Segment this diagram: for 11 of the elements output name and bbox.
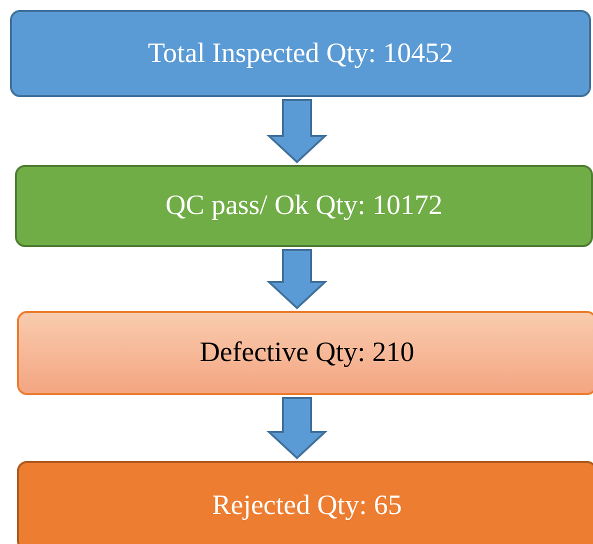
process-box bbox=[17, 461, 593, 544]
block-arrow bbox=[266, 249, 328, 310]
process-box bbox=[15, 165, 593, 247]
box-label: QC pass/ Ok Qty: 10172 bbox=[164, 189, 444, 223]
block-arrow bbox=[266, 397, 328, 460]
box-label: Rejected Qty: 65 bbox=[211, 489, 403, 523]
process-box bbox=[17, 311, 593, 395]
box-label: Defective Qty: 210 bbox=[198, 336, 416, 370]
box-label: Total Inspected Qty: 10452 bbox=[146, 36, 454, 70]
block-arrow bbox=[266, 99, 328, 164]
process-box bbox=[10, 10, 591, 97]
